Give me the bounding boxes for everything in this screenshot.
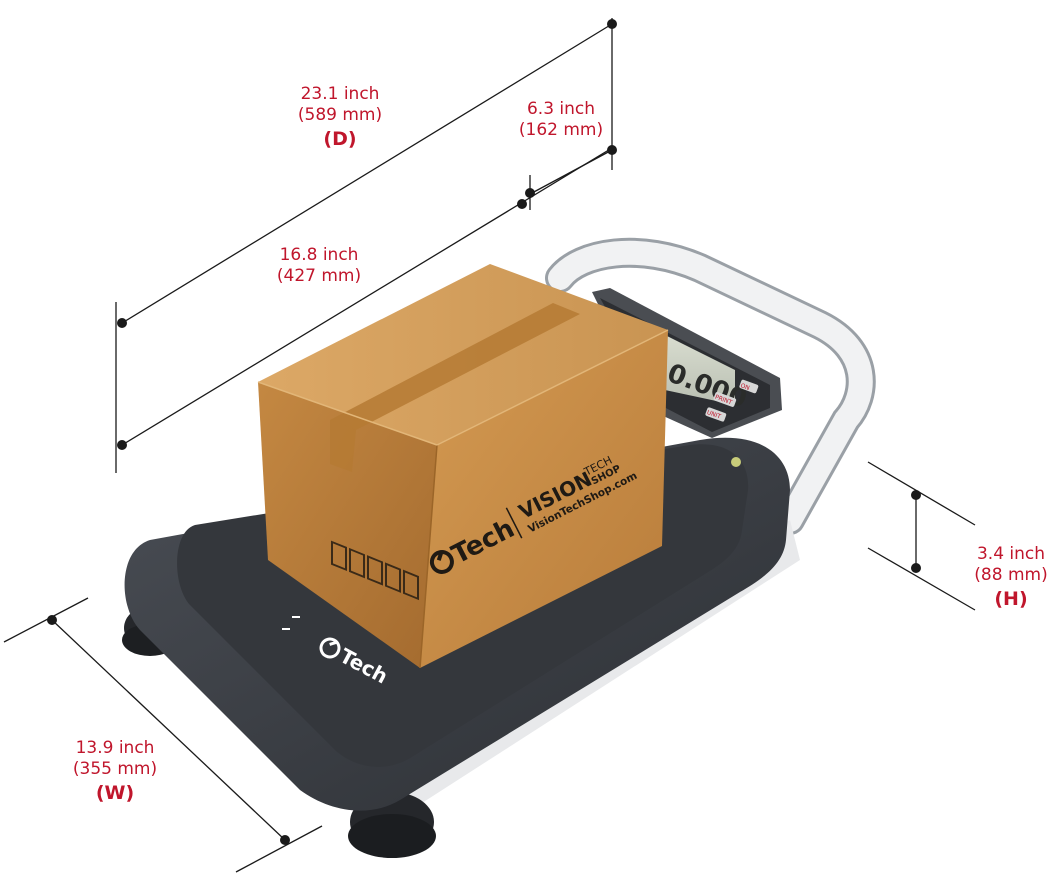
platform-depth-inch: 16.8 inch [279, 245, 359, 265]
height-code: (H) [994, 588, 1028, 610]
width-dimension-label: 13.9 inch (355 mm) (W) [48, 738, 182, 806]
depth-code: (D) [323, 128, 357, 150]
lcd-screen [665, 335, 735, 405]
depth-inch: 23.1 inch [300, 84, 380, 104]
handling-symbols-icon [331, 540, 419, 601]
width-mm: (355 mm) [72, 759, 158, 779]
cardboard-box: Tech VISION TECH SHOP VisionTechShop.com [257, 264, 669, 669]
display-depth-mm: (162 mm) [518, 120, 604, 140]
platform-depth-label: 16.8 inch (427 mm) [252, 245, 386, 287]
display-depth-label: 6.3 inch (162 mm) [500, 99, 622, 141]
height-dimension-label: 3.4 inch (88 mm) (H) [955, 544, 1055, 612]
depth-mm: (589 mm) [297, 105, 383, 125]
power-led [731, 457, 741, 467]
height-inch: 3.4 inch [976, 544, 1046, 564]
width-code: (W) [95, 782, 135, 804]
display-depth-inch: 6.3 inch [526, 99, 596, 119]
carry-handle [545, 237, 876, 535]
platform-depth-mm: (427 mm) [276, 266, 362, 286]
dimension-endpoints [47, 19, 921, 845]
button-unit-label: UNIT [706, 409, 722, 421]
depth-dimension-label: 23.1 inch (589 mm) (D) [273, 84, 407, 152]
height-mm: (88 mm) [974, 565, 1048, 585]
width-inch: 13.9 inch [75, 738, 155, 758]
button-on-label: ON [739, 382, 750, 392]
